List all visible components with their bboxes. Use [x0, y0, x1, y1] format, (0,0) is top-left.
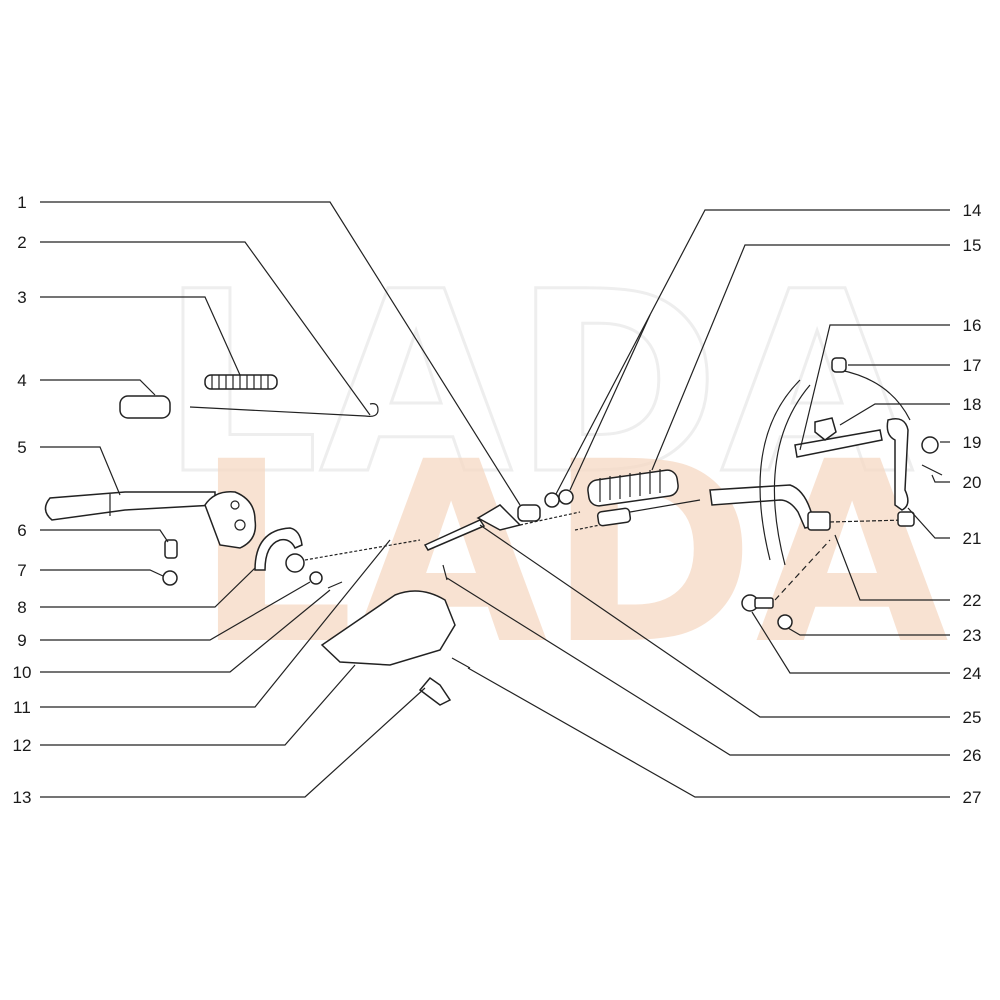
part-bolt-24	[741, 594, 774, 612]
label-23: 23	[963, 626, 982, 645]
part-nut	[162, 570, 178, 586]
part-cover	[320, 590, 456, 666]
part-washer-19	[921, 436, 939, 454]
label-27: 27	[963, 788, 982, 807]
label-20: 20	[963, 473, 982, 492]
part-screw	[442, 564, 448, 581]
label-16: 16	[963, 316, 982, 335]
parts	[44, 357, 943, 706]
part-clip	[814, 417, 837, 441]
part-clamp	[418, 676, 452, 706]
leader-lines	[40, 201, 950, 798]
part-cotter-pin	[921, 464, 943, 476]
watermark: LADA LADA	[159, 237, 949, 700]
part-rod	[189, 403, 379, 417]
label-25: 25	[963, 708, 982, 727]
part-strut	[794, 429, 883, 458]
left-labels: 1 2 3 4 5 6 7 8 9 10 11 12 13	[13, 193, 32, 807]
label-6: 6	[17, 521, 26, 540]
label-21: 21	[963, 529, 982, 548]
part-spring-small	[204, 374, 278, 390]
right-labels: 14 15 16 17 18 19 20 21 22 23 24 25 26 2…	[963, 201, 982, 807]
part-lever	[886, 418, 909, 511]
label-17: 17	[963, 356, 982, 375]
label-9: 9	[17, 631, 26, 650]
part-pin-17	[831, 357, 847, 373]
label-13: 13	[13, 788, 32, 807]
part-handbrake-lever	[44, 491, 257, 549]
label-5: 5	[17, 438, 26, 457]
part-washer-23	[777, 614, 793, 630]
label-4: 4	[17, 371, 26, 390]
label-18: 18	[963, 395, 982, 414]
watermark-outline: LADA	[160, 238, 914, 529]
label-11: 11	[13, 698, 31, 717]
label-7: 7	[17, 561, 26, 580]
label-1: 1	[17, 193, 26, 212]
part-washer	[309, 571, 323, 585]
label-12: 12	[13, 736, 32, 755]
part-backing-plate	[759, 369, 911, 566]
part-return-spring	[587, 469, 679, 507]
label-22: 22	[963, 591, 982, 610]
part-bolt-27	[451, 657, 471, 669]
assembly-dashed-line	[774, 539, 831, 601]
label-3: 3	[17, 288, 26, 307]
label-26: 26	[963, 746, 982, 765]
watermark-text: LADA	[195, 408, 949, 699]
label-14: 14	[963, 201, 982, 220]
label-10: 10	[13, 663, 32, 682]
part-rear-cable	[596, 484, 915, 531]
part-guide	[254, 527, 303, 571]
label-24: 24	[963, 664, 982, 683]
part-front-cable	[285, 504, 522, 573]
label-19: 19	[963, 433, 982, 452]
part-pin	[327, 581, 343, 589]
part-bolt	[164, 539, 178, 559]
part-threaded-rod	[519, 511, 601, 531]
label-2: 2	[17, 233, 26, 252]
label-8: 8	[17, 598, 26, 617]
part-nut-14a	[544, 492, 560, 508]
part-sleeve	[119, 395, 171, 419]
part-nut-14b	[558, 489, 574, 505]
label-15: 15	[963, 236, 982, 255]
part-bushing	[517, 504, 541, 522]
